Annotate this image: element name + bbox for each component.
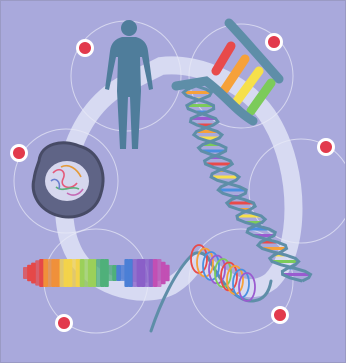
red-dot <box>55 314 73 332</box>
chromosome-band <box>80 259 85 287</box>
chromosome-band <box>100 259 105 287</box>
chromosome-band <box>108 265 113 281</box>
chromosome-band <box>92 259 97 287</box>
chromosome-band <box>133 259 138 287</box>
chromosome-band <box>35 260 40 285</box>
chromosome-band <box>64 259 69 287</box>
chromosome-band <box>43 259 48 287</box>
chromosome-band <box>145 259 150 287</box>
chromosome-band <box>27 265 32 281</box>
chromosome-band <box>39 259 44 287</box>
chromosome-band <box>128 259 133 287</box>
chromosome-band <box>72 259 77 287</box>
chromosome-band <box>112 265 117 281</box>
chromosome-band <box>120 265 125 281</box>
chromosome-band <box>31 263 36 284</box>
chromosome-band <box>157 259 162 287</box>
chromosome-band <box>76 259 81 287</box>
chromosome-band <box>96 259 101 287</box>
chromosome-band <box>68 259 73 287</box>
chromosome-band <box>165 265 170 282</box>
chromosome-band <box>88 259 93 287</box>
chromosome-band <box>60 259 65 287</box>
red-dot <box>271 306 289 324</box>
chromosome-band <box>124 259 129 287</box>
cell-nucleus-icon <box>33 143 103 217</box>
red-dot <box>317 138 335 156</box>
chromosome-band <box>153 259 158 287</box>
chromosome-band <box>116 265 121 281</box>
chromosome-icon <box>23 259 170 287</box>
chromosome-band <box>47 259 52 287</box>
red-dot <box>10 144 28 162</box>
chromosome-band <box>55 259 60 287</box>
chromosome-band <box>161 262 166 285</box>
red-dot <box>76 39 94 57</box>
chromosome-band <box>51 259 56 287</box>
chromosome-band <box>84 259 89 287</box>
red-dot <box>265 33 283 51</box>
chromosome-band <box>149 259 154 287</box>
chromosome-band <box>141 259 146 287</box>
chromosome-band <box>23 267 28 279</box>
chromosome-band <box>104 259 109 287</box>
chromosome-band <box>137 259 142 287</box>
